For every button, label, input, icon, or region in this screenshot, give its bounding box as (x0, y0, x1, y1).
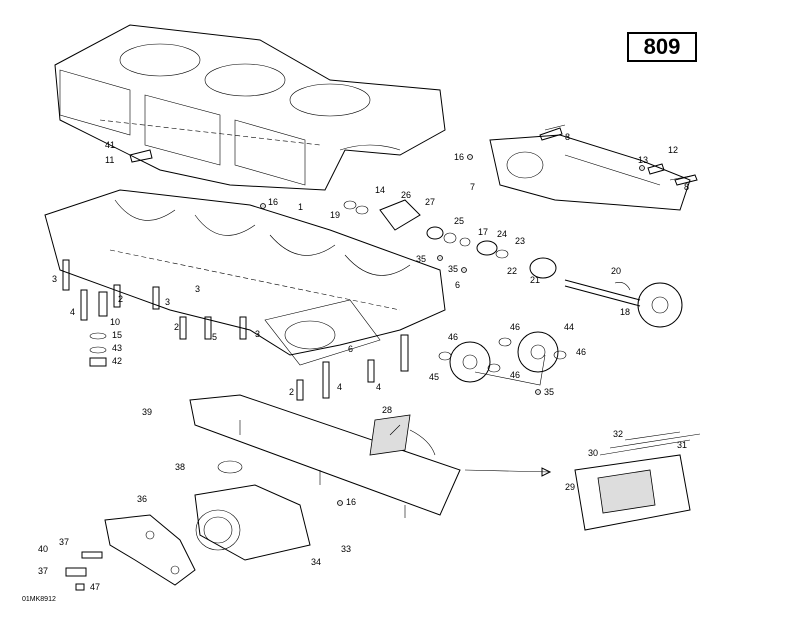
reed-valve-assembly-detail (464, 431, 701, 531)
callout-10: 10 (110, 317, 120, 327)
callout-46: 46 (448, 332, 458, 342)
callout-34: 34 (311, 557, 321, 567)
callout-12: 12 (668, 145, 678, 155)
callout-15: 15 (112, 330, 122, 340)
gears (438, 331, 567, 386)
callout-28: 28 (382, 405, 392, 415)
callout-22: 22 (507, 266, 517, 276)
callout-47: 47 (90, 582, 100, 592)
callout-46-4: 46 (510, 370, 520, 380)
callout-16-3: 16 (346, 497, 356, 507)
callout-35-3: 35 (544, 387, 554, 397)
water-pump-parts (343, 199, 683, 328)
callout-25: 25 (454, 216, 464, 226)
callout-2: 2 (118, 294, 123, 304)
callout-19: 19 (330, 210, 340, 220)
callout-18: 18 (620, 307, 630, 317)
rubber-adaptor (194, 484, 311, 561)
callout-37: 37 (59, 537, 69, 547)
mounting-bracket (65, 514, 196, 591)
intake-manifold (189, 394, 461, 518)
callout-32: 32 (613, 429, 623, 439)
callout-35-2: 35 (448, 264, 458, 274)
callout-45: 45 (429, 372, 439, 382)
callout-6-2: 6 (348, 344, 353, 354)
callout-5: 5 (212, 332, 217, 342)
callout-36: 36 (137, 494, 147, 504)
callout-33: 33 (341, 544, 351, 554)
callout-20: 20 (611, 266, 621, 276)
crankcase-bolts (62, 259, 409, 401)
callout-46-2: 46 (510, 322, 520, 332)
callout-13: 13 (638, 155, 648, 165)
callout-3-3: 3 (255, 329, 260, 339)
callout-41: 41 (105, 140, 115, 150)
callout-11: 11 (105, 155, 114, 165)
callout-31: 31 (677, 440, 687, 450)
callout-3: 3 (52, 274, 57, 284)
callout-2-3: 2 (289, 387, 294, 397)
callout-2-2: 2 (174, 322, 179, 332)
callout-16-2: 16 (454, 152, 464, 162)
callout-3-4: 3 (195, 284, 200, 294)
drawing-code: 01MK8912 (22, 596, 56, 603)
callout-38: 38 (175, 462, 185, 472)
misc-small-parts (129, 127, 698, 506)
reed-valve-small (369, 414, 436, 456)
callout-26: 26 (401, 190, 411, 200)
lower-crankcase (44, 189, 446, 366)
callout-27: 27 (425, 197, 435, 207)
callout-4: 4 (70, 307, 75, 317)
callout-8: 8 (565, 132, 570, 142)
callout-44: 44 (564, 322, 574, 332)
callout-3-2: 3 (165, 297, 170, 307)
callout-21: 21 (530, 275, 540, 285)
callout-40: 40 (38, 544, 48, 554)
callout-42: 42 (112, 356, 122, 366)
callout-4-3: 4 (376, 382, 381, 392)
callout-16: 16 (268, 197, 278, 207)
callout-30: 30 (588, 448, 598, 458)
page-number-box: 809 (627, 32, 697, 62)
callout-46-3: 46 (576, 347, 586, 357)
callout-43: 43 (112, 343, 122, 353)
callout-1: 1 (298, 202, 303, 212)
upper-crankcase (54, 24, 446, 191)
callout-29: 29 (565, 482, 575, 492)
callout-37-2: 37 (38, 566, 48, 576)
callout-4-2: 4 (337, 382, 342, 392)
callout-17: 17 (478, 227, 488, 237)
callout-7: 7 (470, 182, 475, 192)
callout-8-2: 8 (684, 182, 689, 192)
rotary-valve-cover (489, 124, 696, 211)
callout-39: 39 (142, 407, 152, 417)
callout-24: 24 (497, 229, 507, 239)
callout-6: 6 (455, 280, 460, 290)
callout-23: 23 (515, 236, 525, 246)
callout-35: 35 (416, 254, 426, 264)
callout-14: 14 (375, 185, 385, 195)
